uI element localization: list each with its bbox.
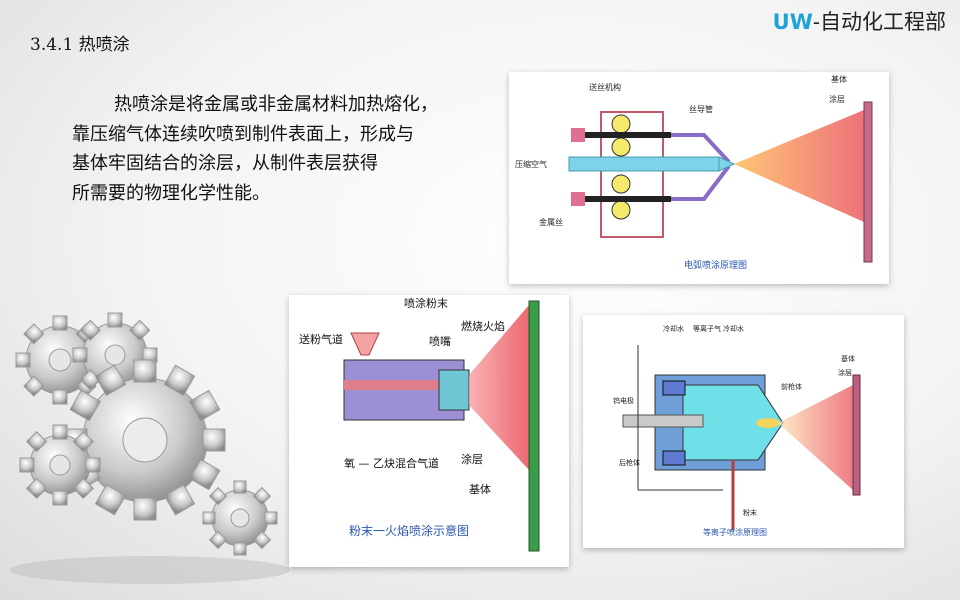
plasma-cone: [778, 385, 853, 490]
label-substrate: 基体: [841, 354, 855, 363]
label-coating: 涂层: [829, 94, 845, 104]
label-cool-water-1: 冷却水: [663, 324, 684, 333]
powder-hopper: [350, 332, 380, 356]
label-cool-water-2: 冷却水: [723, 324, 744, 333]
paragraph-line: 热喷涂是将金属或非金属材料加热熔化，: [114, 94, 438, 115]
label-gas: 氧 — 乙炔混合气道: [344, 456, 439, 470]
label-nozzle: 喷嘴: [429, 335, 451, 348]
body-paragraph: 热喷涂是将金属或非金属材料加热熔化， 靠压缩气体连续吹喷到制件表面上，形成与 基…: [72, 90, 512, 208]
label-feed: 送丝机构: [589, 82, 621, 92]
label-front-gun: 前枪体: [781, 382, 802, 391]
spray-cone: [734, 110, 864, 222]
feed-mechanism-box: [600, 111, 664, 238]
substrate-plate: [852, 374, 861, 496]
section-heading: 3.4.1 热喷涂: [30, 35, 130, 55]
label-electrode: 钨电极: [613, 396, 634, 405]
label-wire: 金属丝: [539, 217, 563, 227]
label-powder: 喷涂粉末: [404, 296, 448, 310]
plasma-spray-diagram: 冷却水 等离子气 冷却水 基体 涂层 钨电极 前枪体 后枪体 粉末 等离子喷涂原…: [583, 315, 904, 548]
label-rear-gun: 后枪体: [619, 458, 640, 467]
substrate-plate: [528, 300, 540, 552]
label-powder-gas: 送粉气道: [299, 332, 343, 346]
plasma-caption: 等离子喷涂原理图: [703, 527, 767, 537]
label-powder: 粉末: [743, 508, 757, 517]
brand-prefix: UW: [772, 10, 813, 34]
flame-spray-diagram: 喷涂粉末 送粉气道 喷嘴 燃烧火焰 涂层 基体 氧 — 乙炔混合气道 粉末一火焰…: [289, 295, 569, 567]
brand-title: UW-自动化工程部: [773, 6, 946, 36]
label-coating: 涂层: [838, 368, 852, 377]
brand-suffix: -自动化工程部: [812, 10, 946, 34]
label-substrate: 基体: [831, 74, 847, 84]
flame-caption: 粉末一火焰喷涂示意图: [349, 523, 469, 538]
electrode: [622, 414, 704, 428]
label-air: 压缩空气: [515, 159, 547, 169]
paragraph-line: 基体牢固结合的涂层，从制件表层获得: [72, 153, 378, 174]
substrate-plate: [863, 101, 873, 263]
label-coating: 涂层: [461, 452, 483, 466]
arc-spray-diagram: 送丝机构 丝导管 压缩空气 金属丝 基体 涂层 电弧喷涂原理图: [509, 72, 889, 284]
paragraph-line: 所需要的物理化学性能。: [72, 182, 270, 204]
label-wire-guide: 丝导管: [689, 104, 713, 114]
label-flame: 燃烧火焰: [461, 319, 505, 333]
label-substrate: 基体: [469, 482, 491, 496]
paragraph-line: 靠压缩气体连续吹喷到制件表面上，形成与: [72, 123, 414, 145]
arc-caption: 电弧喷涂原理图: [684, 259, 747, 271]
gears-illustration: [10, 312, 290, 584]
label-ion-gas: 等离子气: [693, 324, 721, 333]
flame-cone: [469, 305, 529, 470]
